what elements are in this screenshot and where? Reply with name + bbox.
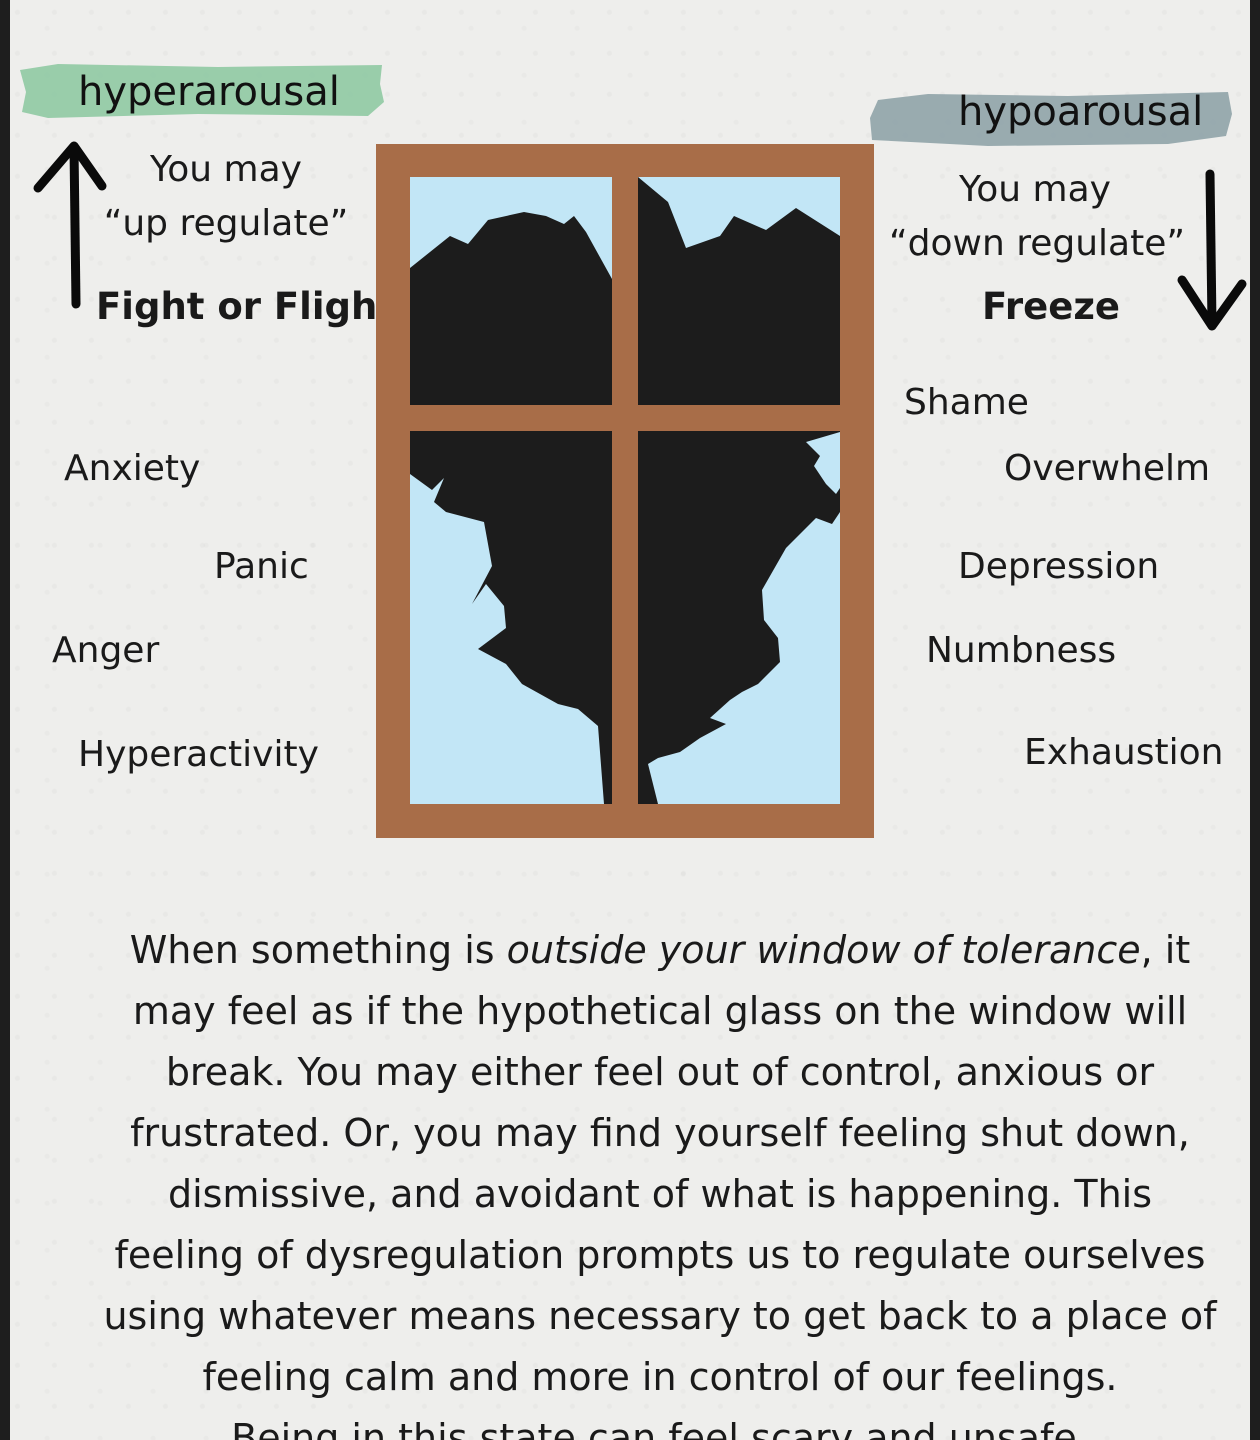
paragraph-line: feeling of dysregulation prompts us to r… — [114, 1233, 1206, 1277]
left-regulate-line1: You may — [150, 149, 302, 190]
feeling-depression: Depression — [958, 546, 1160, 587]
down-arrow-icon — [1177, 169, 1247, 331]
fight-or-flight-label: Fight or Flight — [96, 285, 396, 328]
feeling-exhaustion: Exhaustion — [1024, 732, 1224, 773]
paragraph-line: feeling calm and more in control of our … — [202, 1355, 1118, 1399]
shatter-bottom-right — [638, 431, 840, 804]
feeling-anxiety: Anxiety — [64, 448, 201, 489]
shatter-top-right — [638, 177, 840, 405]
feeling-hyperactivity: Hyperactivity — [78, 734, 319, 775]
freeze-label: Freeze — [982, 285, 1120, 328]
shatter-top-left — [410, 212, 612, 405]
up-arrow-icon — [33, 141, 107, 309]
infographic-page: hyperarousal hypoarousal You may “up reg… — [10, 0, 1250, 1440]
paragraph-line-1: When something is outside your window of… — [129, 928, 1191, 972]
feeling-panic: Panic — [214, 546, 309, 587]
feeling-numbness: Numbness — [926, 630, 1117, 671]
hypoarousal-brush-highlight — [870, 92, 1232, 146]
broken-window-illustration — [376, 144, 874, 838]
right-regulate-line1: You may — [959, 169, 1111, 210]
right-regulate-line2: “down regulate” — [888, 223, 1186, 264]
paragraph-line: may feel as if the hypothetical glass on… — [132, 989, 1188, 1033]
paragraph-line: dismissive, and avoidant of what is happ… — [167, 1172, 1153, 1216]
explanation-paragraph: When something is outside your window of… — [70, 920, 1250, 1440]
window-of-tolerance-emphasis: outside your window of tolerance — [506, 928, 1141, 972]
feeling-shame: Shame — [904, 382, 1029, 423]
shatter-bottom-left — [410, 431, 612, 804]
hyperarousal-brush-highlight — [20, 64, 384, 118]
left-regulate-line2: “up regulate” — [103, 203, 349, 244]
paragraph-line: break. You may either feel out of contro… — [165, 1050, 1155, 1094]
feeling-anger: Anger — [52, 630, 160, 671]
paragraph-line: frustrated. Or, you may find yourself fe… — [130, 1111, 1190, 1155]
paragraph-line: Being in this state can feel scary and u… — [231, 1416, 1089, 1440]
hyperarousal-label: hyperarousal — [78, 69, 340, 115]
hypoarousal-label: hypoarousal — [958, 89, 1204, 135]
feeling-overwhelm: Overwhelm — [1004, 448, 1211, 489]
paragraph-line: using whatever means necessary to get ba… — [103, 1294, 1217, 1338]
